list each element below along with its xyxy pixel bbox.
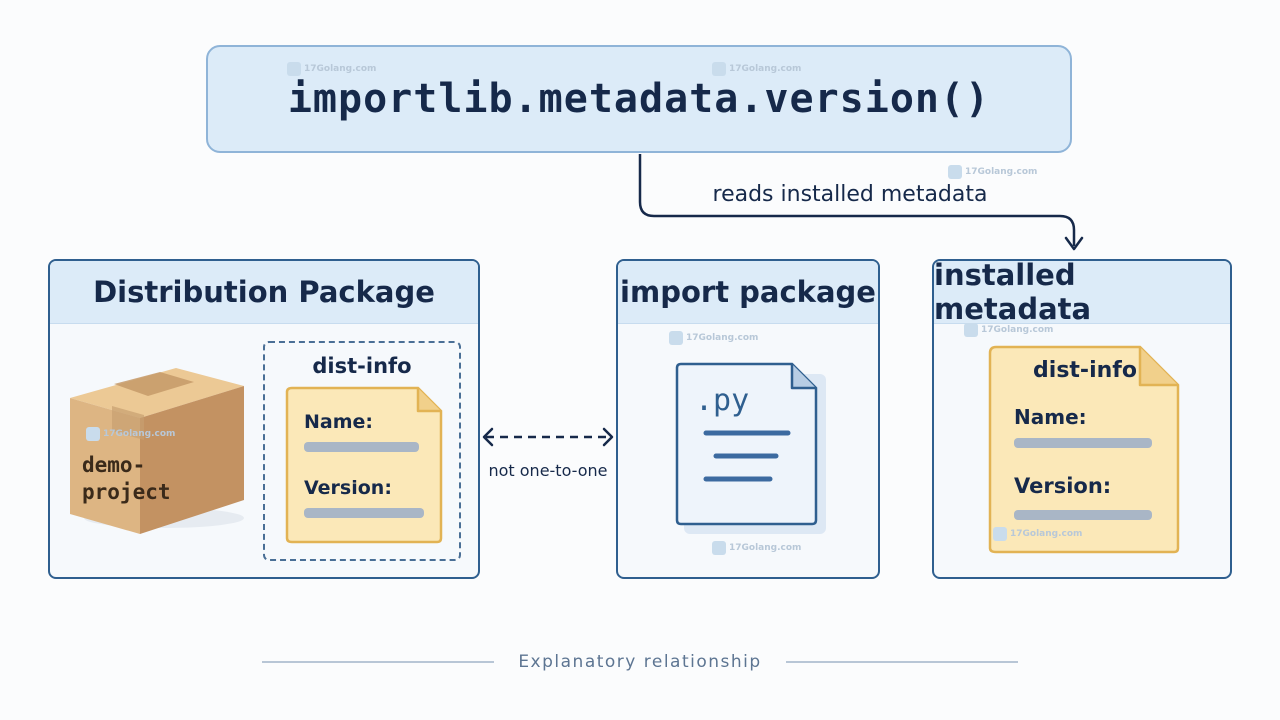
document-icon [285, 386, 443, 544]
arrow-label: reads installed metadata [712, 182, 988, 207]
version-value-line [304, 508, 424, 518]
dist-info-group [263, 341, 461, 561]
function-name: importlib.metadata.version() [287, 76, 991, 122]
version-value-line [1014, 510, 1152, 520]
name-value-line [1014, 438, 1152, 448]
box-label-line-1: demo- [82, 453, 146, 477]
dist-info-label: dist-info [312, 354, 412, 378]
panel-title: Distribution Package [50, 261, 478, 324]
watermark: 17Golang.com [964, 323, 1053, 337]
version-label: Version: [1014, 474, 1112, 498]
footer-rule-left [262, 661, 494, 663]
watermark: 17Golang.com [669, 331, 758, 345]
cardboard-box-icon [70, 368, 244, 534]
panel-title: installed metadata [934, 261, 1230, 326]
box-label-line-2: project [82, 480, 171, 504]
name-label: Name: [1014, 405, 1087, 429]
watermark: 17Golang.com [86, 427, 175, 441]
double-arrow-icon [482, 427, 614, 447]
watermark: 17Golang.com [712, 62, 801, 76]
watermark: 17Golang.com [712, 541, 801, 555]
footer-rule-right [786, 661, 1018, 663]
document-icon [988, 345, 1180, 554]
function-box: importlib.metadata.version() [206, 45, 1072, 153]
panel-title: import package [618, 261, 878, 324]
installed-metadata-panel: installed metadata [932, 259, 1232, 579]
file-extension: .py [695, 383, 750, 418]
python-file-icon [675, 362, 826, 534]
relation-label: not one-to-one [488, 461, 608, 480]
watermark: 17Golang.com [993, 527, 1082, 541]
box-label: demo- project [82, 452, 171, 506]
name-value-line [304, 442, 419, 452]
document-title: dist-info [1033, 358, 1137, 383]
watermark: 17Golang.com [287, 62, 376, 76]
version-label: Version: [304, 477, 392, 499]
watermark: 17Golang.com [948, 165, 1037, 179]
footer-caption: Explanatory relationship [518, 652, 762, 672]
name-label: Name: [304, 411, 374, 433]
